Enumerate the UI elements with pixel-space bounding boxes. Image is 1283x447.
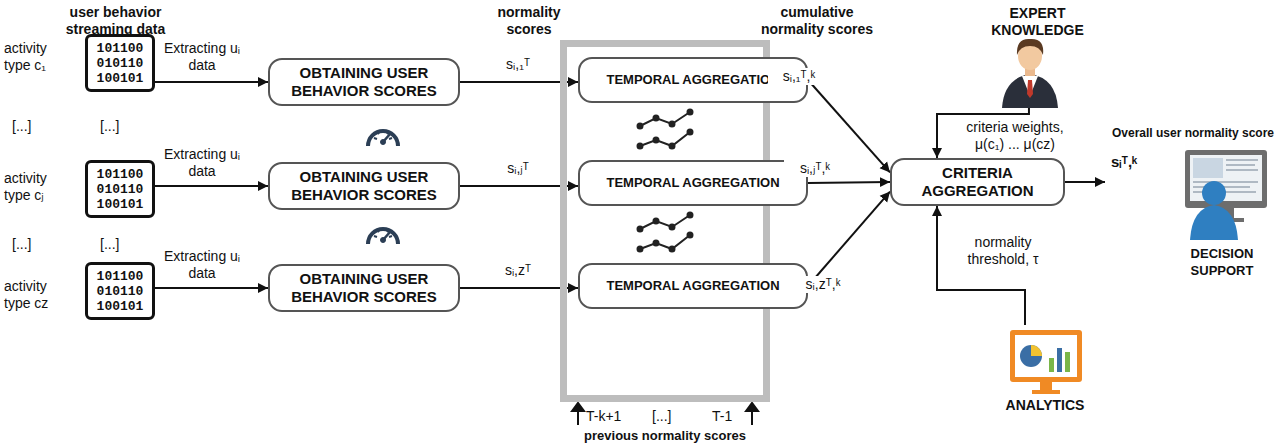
connector-arrow: [808, 192, 890, 286]
node-text: OBTAINING USER BEHAVIOR SCORES: [278, 270, 450, 306]
text-label: [...]: [12, 118, 52, 135]
previous-score-arrows: [572, 403, 758, 425]
edge-label: sᵢ,zᵀ: [492, 262, 544, 279]
process-box: OBTAINING USER BEHAVIOR SCORES: [268, 58, 460, 106]
binary-data-icon: 101100 010110 100101: [85, 34, 155, 92]
text-label: [...]: [100, 118, 140, 135]
process-box: TEMPORAL AGGREGATION: [578, 160, 808, 206]
edge-label: sᵢ,zᵀ,ᵏ: [792, 276, 854, 293]
node-text: Overall user normality score: [1105, 125, 1281, 142]
connector-arrow: [1065, 181, 1105, 183]
process-box: CRITERIA AGGREGATION: [890, 158, 1065, 206]
connector-arrow: [155, 287, 268, 289]
analytics-node: ANALYTICS: [995, 325, 1095, 437]
connector-arrow: [155, 81, 268, 83]
node-text: 101100 010110 100101: [95, 41, 144, 86]
node-text: OBTAINING USER BEHAVIOR SCORES: [278, 168, 450, 204]
node-text: 101100 010110 100101: [95, 269, 144, 314]
edge-label: sᵢ,₁ᵀ: [492, 56, 544, 73]
connector-arrow: [155, 185, 268, 187]
expert-node: EXPERT KNOWLEDGE: [990, 3, 1085, 108]
binary-data-icon: 101100 010110 100101: [85, 160, 155, 218]
process-box: OBTAINING USER BEHAVIOR SCORES: [268, 264, 460, 312]
node-subtext: DECISION SUPPORT: [1163, 245, 1281, 279]
edge-label: sᵢ,ⱼᵀ,ᵏ: [784, 160, 846, 177]
text-label: activity type cz: [4, 278, 66, 312]
edge-label: normality threshold, τ: [950, 234, 1056, 268]
edge-label: Extracting uᵢ data: [160, 248, 244, 282]
text-label: [...]: [652, 408, 682, 425]
text-label: [...]: [12, 236, 52, 253]
header-label: normality scores: [484, 4, 574, 38]
node-subtext: sᵢᵀ,ᵏ: [1111, 153, 1171, 170]
edge-label: Extracting uᵢ data: [160, 146, 244, 180]
edge-label: sᵢ,ⱼᵀ: [492, 160, 544, 177]
process-box: OBTAINING USER BEHAVIOR SCORES: [268, 162, 460, 210]
node-text: TEMPORAL AGGREGATION: [560, 277, 826, 295]
connector-arrow: [808, 80, 890, 172]
decision-node: Overall user normality score sᵢᵀ,ᵏDECISIO…: [1105, 125, 1281, 280]
aggregation-band: previous normality scoresTEMPORAL AGGREG…: [560, 40, 770, 402]
text-label: [...]: [100, 236, 140, 253]
binary-data-icon: 101100 010110 100101: [85, 262, 155, 320]
process-box: TEMPORAL AGGREGATION: [578, 263, 808, 309]
node-text: 101100 010110 100101: [95, 167, 144, 212]
text-label: T-k+1: [586, 408, 636, 425]
text-label: T-1: [712, 408, 742, 425]
header-label: cumulative normality scores: [752, 4, 882, 38]
expert-person-icon: [1002, 39, 1058, 108]
edge-label: sᵢ,₁ᵀ,ᵏ: [768, 68, 830, 85]
text-label: activity type cⱼ: [4, 170, 66, 204]
node-text: ANALYTICS: [995, 397, 1095, 414]
node-text: OBTAINING USER BEHAVIOR SCORES: [278, 64, 450, 100]
connector-arrow: [808, 182, 890, 183]
text-label: activity type c₁: [4, 40, 66, 74]
decision-monitor-icon: [1185, 150, 1267, 240]
node-text: previous normality scores: [547, 428, 783, 443]
node-text: EXPERT KNOWLEDGE: [990, 5, 1085, 39]
node-text: CRITERIA AGGREGATION: [900, 164, 1055, 200]
edge-label: Extracting uᵢ data: [160, 40, 244, 74]
edge-label: criteria weights, μ(c₁) ... μ(cz): [950, 119, 1080, 153]
header-label: user behavior streaming data: [58, 4, 173, 38]
analytics-monitor-icon: [1010, 330, 1082, 394]
